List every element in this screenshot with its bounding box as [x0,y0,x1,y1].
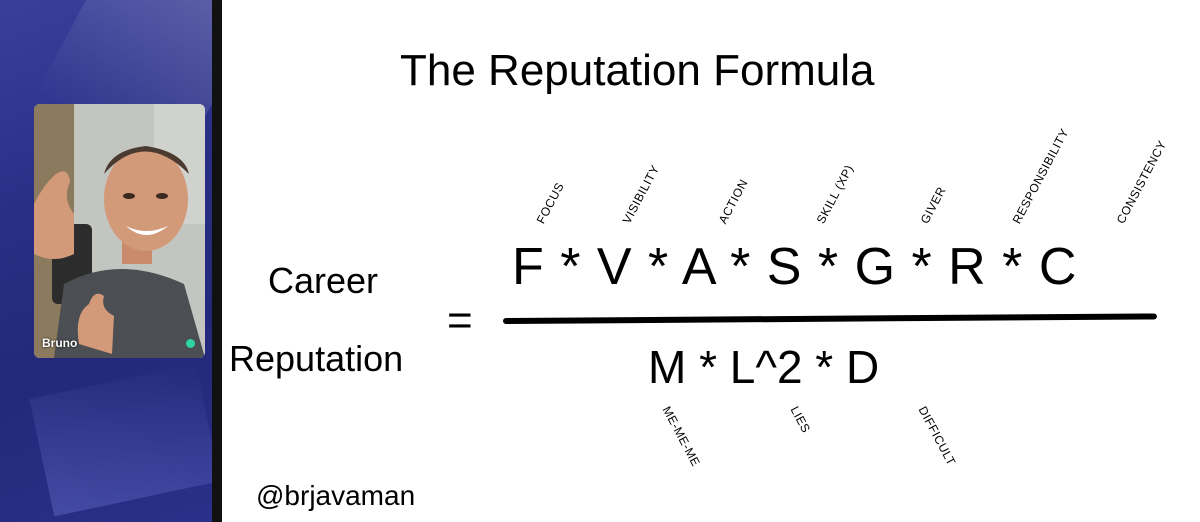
numerator-label: RESPONSIBILITY [1009,126,1072,226]
numerator-label: CONSISTENCY [1113,138,1170,226]
author-handle: @brjavaman [256,480,416,511]
audio-status-indicator [186,339,195,348]
numerator-label: GIVER [917,184,949,226]
numerator-label: VISIBILITY [619,162,663,226]
slide-title: The Reputation Formula [400,46,875,95]
fraction-bar [502,313,1158,324]
denominator-label: ME-ME-ME [659,404,703,469]
participant-video-tile[interactable]: Bruno [34,104,205,358]
participant-video-feed [34,104,205,358]
equals-sign: = [447,296,473,345]
numerator-label: FOCUS [533,180,567,226]
formula-lhs-line1: Career [268,260,379,301]
participant-name: Bruno [42,336,78,350]
formula-numerator: F * V * A * S * G * R * C [512,238,1078,296]
numerator-label: ACTION [715,176,751,226]
numerator-label: SKILL (XP) [813,162,857,226]
panel-decoration [29,363,212,517]
denominator-label: DIFFICULT [915,404,959,468]
denominator-label: LIES [787,404,814,436]
panel-divider [212,0,222,522]
formula-denominator: M * L^2 * D [648,341,880,393]
presenter-panel: Bruno [0,0,212,522]
formula-lhs-line2: Reputation [229,338,404,379]
